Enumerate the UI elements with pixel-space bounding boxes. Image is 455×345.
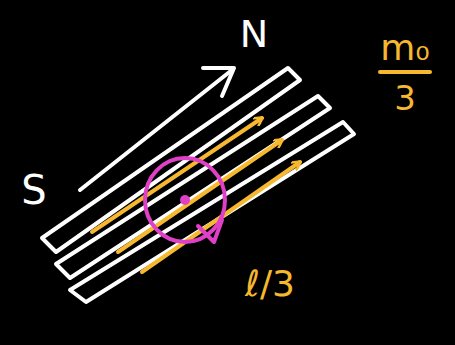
current-loop (145, 158, 225, 242)
length-label: ℓ/3 (245, 266, 295, 302)
fraction-bar (380, 70, 430, 74)
moment-arrows (92, 118, 300, 272)
pole-label: S (21, 170, 46, 210)
pole-label: N (240, 15, 268, 53)
moment-label: 3 (394, 81, 416, 115)
moment-label: m₀ (380, 30, 430, 66)
magnet-strips (42, 68, 354, 302)
